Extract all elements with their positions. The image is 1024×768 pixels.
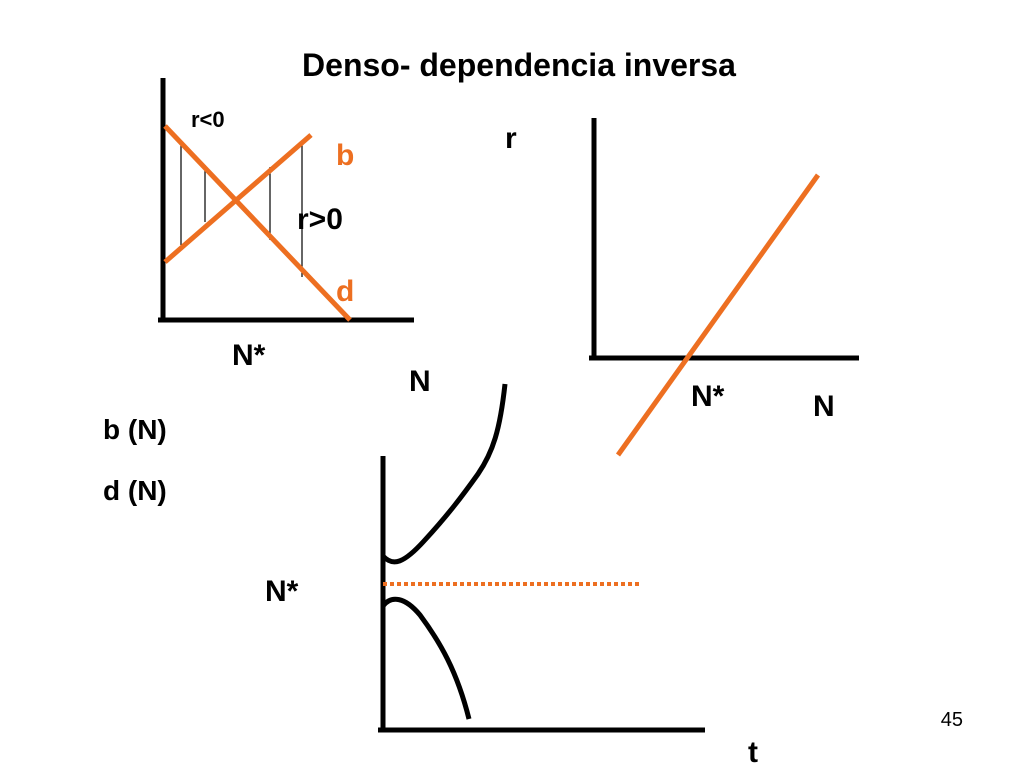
rates-x-axis-label: N [409, 365, 431, 398]
r-equilibrium-label: N* [691, 380, 725, 413]
label-d: d [336, 275, 354, 308]
slide-title: Denso- dependencia inversa [302, 47, 736, 83]
growth-rate-line [615, 173, 821, 457]
death-rate-line [163, 124, 352, 322]
rates-diagram: r<0 b r>0 d N* N b (N) d (N) [103, 78, 431, 506]
time-x-axis-label: t [748, 736, 758, 768]
r-x-axis-label: N [813, 390, 835, 423]
r-y-axis-label: r [505, 122, 517, 155]
declining-trajectory [380, 596, 472, 720]
birth-rate-line [163, 133, 313, 264]
rates-hatching [180, 142, 303, 277]
birth-function-label: b (N) [103, 414, 167, 445]
death-function-label: d (N) [103, 475, 167, 506]
r-diagram: r N* N [505, 118, 859, 457]
growing-trajectory [381, 383, 508, 565]
page-number: 45 [941, 709, 963, 731]
time-diagram: N* t [265, 383, 758, 768]
label-r-negative: r<0 [191, 107, 225, 132]
label-b: b [336, 139, 354, 172]
time-equilibrium-label: N* [265, 575, 299, 608]
rates-equilibrium-label: N* [232, 339, 266, 372]
label-r-positive: r>0 [297, 203, 343, 236]
